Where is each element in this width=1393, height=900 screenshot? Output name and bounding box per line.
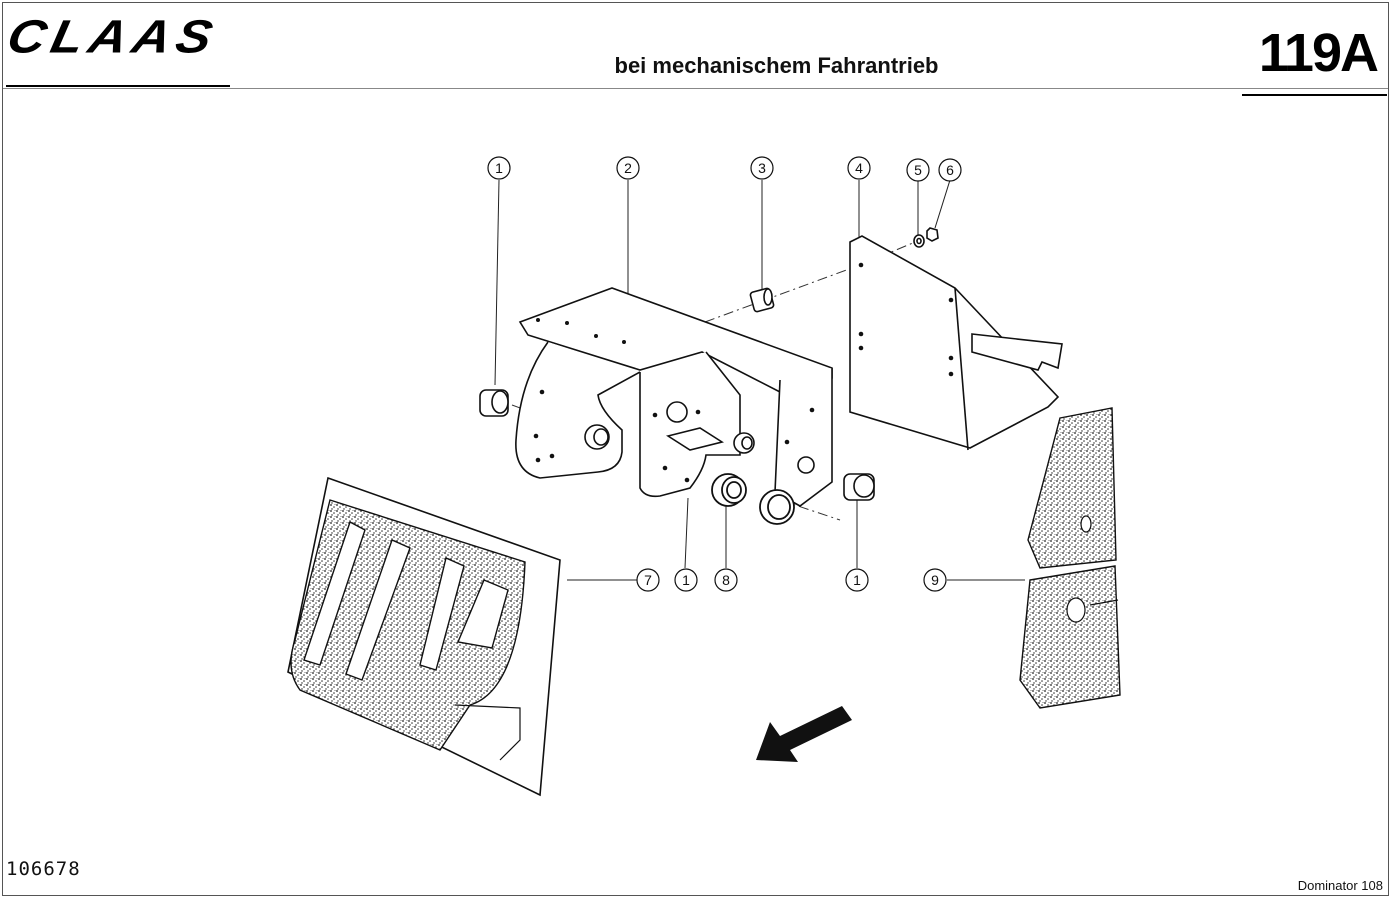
callout-5: 5 bbox=[914, 162, 922, 178]
document-number: 106678 bbox=[6, 858, 81, 880]
page-number: 119A bbox=[1258, 23, 1379, 83]
callout-circle-5 bbox=[906, 158, 930, 182]
part-5-washer bbox=[913, 234, 925, 248]
page-number-rule bbox=[1242, 94, 1387, 96]
callout-1c: 1 bbox=[853, 572, 861, 588]
callout-circles bbox=[487, 156, 962, 592]
callout-1b: 1 bbox=[682, 572, 690, 588]
callout-3: 3 bbox=[758, 160, 766, 176]
callout-labels: 1 2 3 4 5 6 7 1 8 1 9 bbox=[495, 160, 954, 588]
callout-circle-7 bbox=[636, 568, 660, 592]
leader-lines bbox=[494, 179, 1025, 581]
part-4-holes bbox=[858, 262, 954, 377]
part-6-nut bbox=[926, 227, 939, 242]
part-7-mat bbox=[287, 476, 561, 797]
model-label: Dominator 108 bbox=[1297, 878, 1383, 893]
part-1-bushings bbox=[479, 389, 875, 501]
part-3-pin bbox=[749, 287, 775, 313]
callout-circle-1a bbox=[487, 156, 511, 180]
callout-circle-4 bbox=[847, 156, 871, 180]
callout-7: 7 bbox=[644, 572, 652, 588]
callout-2: 2 bbox=[624, 160, 632, 176]
page-title: bei mechanischem Fahrantrieb bbox=[614, 53, 939, 78]
header-rule bbox=[3, 88, 1388, 89]
callout-circle-1c bbox=[845, 568, 869, 592]
part-8-bushing bbox=[711, 473, 795, 525]
callout-circle-3 bbox=[750, 156, 774, 180]
part-9-insulation bbox=[1019, 407, 1121, 709]
callout-circle-6 bbox=[938, 158, 962, 182]
callout-6: 6 bbox=[946, 162, 954, 178]
callout-circle-2 bbox=[616, 156, 640, 180]
travel-direction-arrow bbox=[756, 706, 852, 762]
callout-1a: 1 bbox=[495, 160, 503, 176]
callout-9: 9 bbox=[931, 572, 939, 588]
callout-8: 8 bbox=[722, 572, 730, 588]
part-4-plate bbox=[849, 235, 1063, 451]
logo-underline bbox=[6, 85, 230, 87]
part-2-holes bbox=[533, 318, 815, 483]
callout-circle-8 bbox=[714, 568, 738, 592]
part-2-frame bbox=[515, 287, 833, 507]
callout-4: 4 bbox=[855, 160, 863, 176]
callout-circle-1b bbox=[674, 568, 698, 592]
callout-circle-9 bbox=[923, 568, 947, 592]
